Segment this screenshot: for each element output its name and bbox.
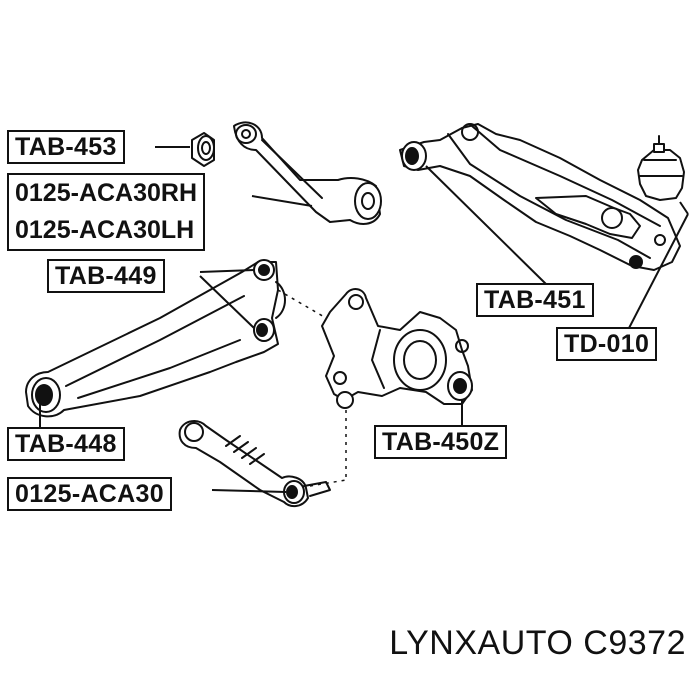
upper-control-arm xyxy=(233,121,382,225)
label-tab451: TAB-451 xyxy=(476,283,594,317)
label-aca30: 0125-ACA30 xyxy=(7,477,172,511)
label-aca30-group: 0125-ACA30RH 0125-ACA30LH xyxy=(7,173,206,251)
bushing-tab453 xyxy=(191,132,215,167)
leader-tab449-b xyxy=(199,275,255,329)
bump-stop xyxy=(637,135,685,201)
label-tab448: TAB-448 xyxy=(7,427,125,461)
label-tab450z: TAB-450Z xyxy=(374,425,508,459)
leader-tab449-a xyxy=(199,269,255,273)
label-aca30lh: 0125-ACA30LH xyxy=(15,216,195,244)
label-tab453: TAB-453 xyxy=(7,130,125,164)
caption: LYNXAUTO C9372 xyxy=(389,624,686,662)
leader-td010-b xyxy=(627,213,689,331)
label-aca30rh: 0125-ACA30RH xyxy=(15,179,198,207)
leader-td010 xyxy=(679,201,689,215)
leader-tab451 xyxy=(425,165,549,287)
label-tab449: TAB-449 xyxy=(47,259,165,293)
dotted-line-toe-end xyxy=(309,479,347,487)
steering-knuckle xyxy=(321,288,473,409)
trailing-arm xyxy=(399,123,681,271)
leader-aca30 xyxy=(211,489,287,493)
dotted-line-arm-knuckle xyxy=(277,289,327,319)
label-td010: TD-010 xyxy=(556,327,658,361)
leader-aca30rh xyxy=(251,195,313,207)
toe-link xyxy=(178,420,331,508)
